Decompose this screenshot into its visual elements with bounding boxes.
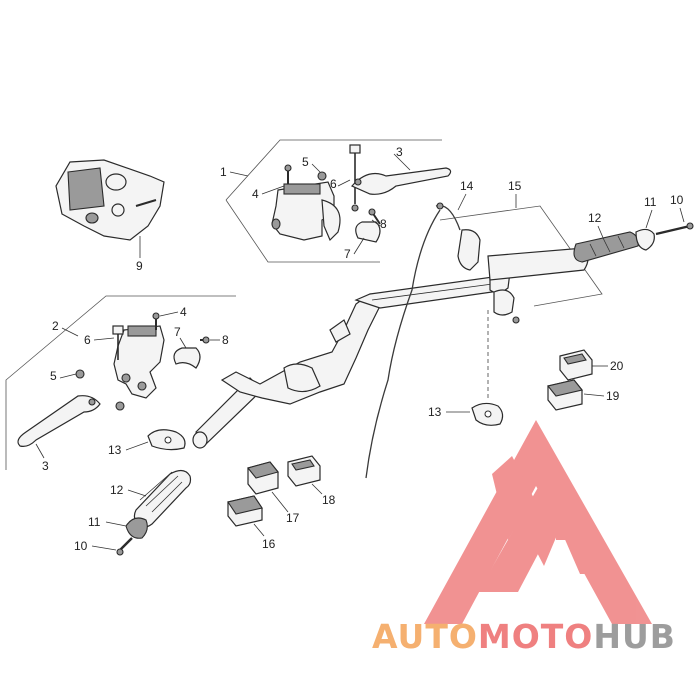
- callout-20: 20: [610, 359, 624, 373]
- lower-screw-8: [200, 336, 210, 344]
- lower-nut-5: [75, 369, 85, 379]
- lower-master-cylinder: [113, 325, 165, 399]
- callout-18: 18: [322, 493, 336, 507]
- upper-master-cylinder-frame: [225, 139, 442, 263]
- callout-2: 2: [52, 319, 59, 333]
- callout-7-lower: 7: [174, 325, 181, 339]
- callout-14: 14: [460, 179, 474, 193]
- callout-9: 9: [136, 259, 143, 273]
- lower-clamp-7: [173, 347, 201, 369]
- callout-13-left: 13: [108, 443, 122, 457]
- switch-20: [559, 349, 593, 381]
- callout-6-upper: 6: [330, 177, 337, 191]
- upper-clamp-7: [355, 221, 381, 243]
- callout-8-upper: 8: [380, 217, 387, 231]
- callout-12-right: 12: [588, 211, 602, 225]
- callout-1: 1: [220, 165, 227, 179]
- callout-13-right: 13: [428, 405, 442, 419]
- callout-15: 15: [508, 179, 522, 193]
- callout-6-lower: 6: [84, 333, 91, 347]
- logo-text: AUTOMOTOHUB: [372, 617, 676, 656]
- callout-4-lower: 4: [180, 305, 187, 319]
- right-bar-end-screw-10: [655, 222, 694, 236]
- upper-screw-8: [368, 208, 381, 225]
- callout-12-left: 12: [110, 483, 124, 497]
- switch-18: [287, 455, 321, 487]
- callout-19: 19: [606, 389, 620, 403]
- callout-11-right: 11: [644, 195, 657, 209]
- right-spacer-13: [471, 402, 504, 426]
- callout-3-lower: 3: [42, 459, 49, 473]
- right-bar-end-11: [635, 228, 655, 251]
- callout-3-upper: 3: [396, 145, 403, 159]
- upper-master-cylinder: [271, 181, 341, 242]
- callout-17: 17: [286, 511, 300, 525]
- switch-17: [247, 461, 279, 495]
- lower-bolt-bottom: [115, 401, 125, 411]
- lower-screw-6: [112, 325, 124, 360]
- callout-10-right: 10: [670, 193, 684, 207]
- callout-16: 16: [262, 537, 276, 551]
- left-bar-end-screw-10: [116, 537, 133, 556]
- left-spacer-13: [147, 429, 186, 451]
- right-grip-12: [573, 231, 639, 263]
- lower-master-cylinder-frame: [5, 295, 236, 470]
- switch-housing-9: [55, 159, 165, 241]
- upper-screw-4: [284, 164, 292, 184]
- handlebar-frame: [192, 275, 507, 449]
- callout-5-upper: 5: [302, 155, 309, 169]
- switch-19: [547, 379, 583, 411]
- lower-lever-3: [17, 395, 101, 447]
- callout-5-lower: 5: [50, 369, 57, 383]
- callout-7-upper: 7: [344, 247, 351, 261]
- upper-bolt-stem: [349, 144, 361, 212]
- lower-screw-4: [152, 312, 160, 330]
- automotohub-logo: [424, 420, 652, 624]
- throttle-tube: [487, 247, 589, 281]
- switch-16: [227, 495, 263, 527]
- logo-text-hub: HUB: [593, 617, 676, 656]
- throttle-cable: [365, 209, 441, 479]
- callout-8-lower: 8: [222, 333, 229, 347]
- callout-10-left: 10: [74, 539, 88, 553]
- callout-4-upper: 4: [252, 187, 259, 201]
- upper-nut-5: [317, 171, 327, 181]
- logo-text-moto: MOTO: [478, 617, 593, 656]
- upper-lever-3: [351, 167, 452, 195]
- callout-11-left: 11: [88, 515, 101, 529]
- logo-text-auto: AUTO: [372, 617, 478, 656]
- left-bar-end-11: [125, 517, 148, 539]
- logo-m-letter: [492, 456, 600, 574]
